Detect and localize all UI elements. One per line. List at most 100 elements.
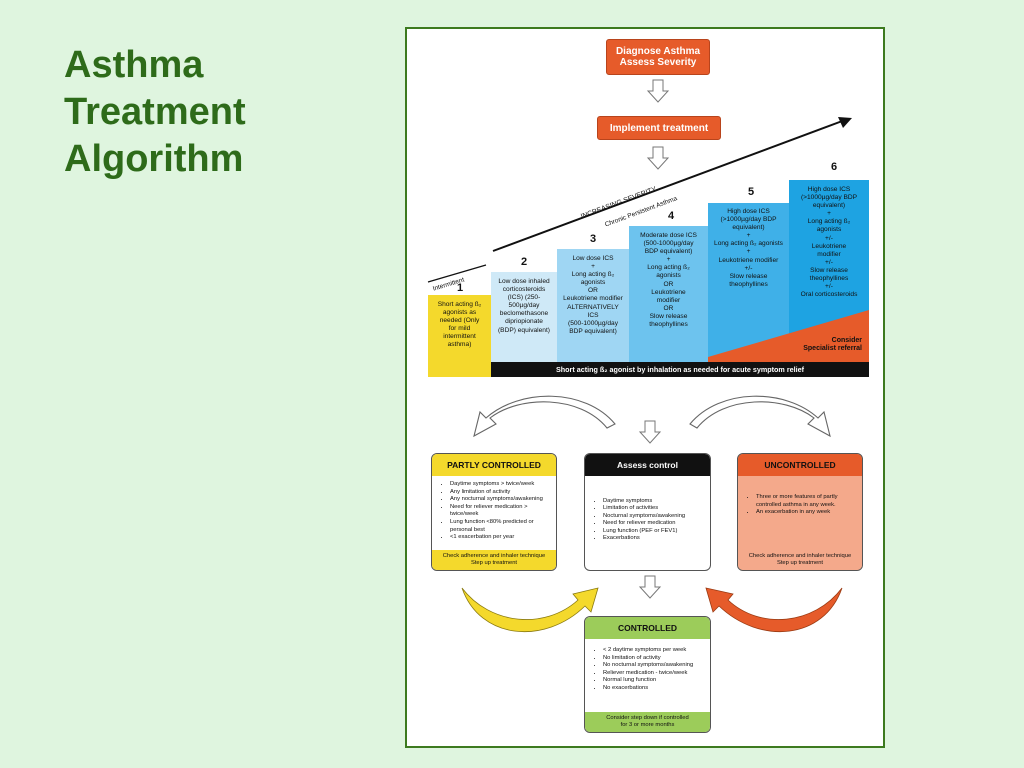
assess-control-list: Daytime symptoms Limitation of activitie…	[585, 476, 710, 542]
curved-arrow-left-icon	[473, 395, 616, 438]
step-5-line: +/-	[744, 264, 753, 272]
list-item: Normal lung function	[603, 677, 704, 685]
partly-controlled-list: Daytime symptoms > twice/week Any limita…	[432, 476, 556, 542]
step-4-line: OR	[663, 304, 674, 312]
step-5-line: (>1000µg/day BDP	[720, 216, 777, 224]
step-6-card: High dose ICS (>1000µg/day BDP equivalen…	[789, 180, 869, 340]
step-number-6: 6	[830, 161, 838, 173]
list-item: Lung function <80% predicted or personal…	[450, 519, 550, 534]
down-arrow-icon	[638, 420, 662, 444]
step-1-line: agonists as	[442, 309, 477, 317]
list-item: Nocturnal symptoms/awakening	[603, 513, 704, 520]
step-2-line: corticosteroids	[502, 286, 546, 294]
step-3-card: Low dose ICS + Long acting ß₂ agonists O…	[557, 249, 629, 362]
list-item: No limitation of activity	[603, 655, 704, 663]
step-4-line: OR	[663, 280, 674, 288]
step-4-card: Moderate dose ICS (500-1000µg/day BDP eq…	[629, 226, 708, 362]
step-6-line: modifier	[817, 250, 841, 258]
step-1-line: Short acting ß₂	[437, 301, 482, 308]
reliever-bar: Short acting ß₂ agonist by inhalation as…	[491, 362, 869, 377]
step-1-line: intermittent	[443, 333, 476, 341]
step-6-line: Leukotriene	[811, 242, 847, 250]
step-4-line: +	[666, 256, 671, 264]
footer-line: Consider step down if controlled	[606, 715, 689, 721]
title-line-1: Asthma	[64, 44, 204, 86]
step-3-line: Leukotriene modifier	[563, 295, 623, 303]
step-6-line: +/-	[825, 234, 833, 242]
step-4-line: BDP equivalent)	[644, 248, 693, 256]
partly-controlled-title: PARTLY CONTROLLED	[432, 454, 556, 476]
list-item: Any limitation of activity	[450, 489, 550, 497]
step-5-line: High dose ICS	[727, 208, 770, 215]
step-2-line: (ICS) (250-	[507, 294, 541, 302]
step-4-line: (500-1000µg/day	[643, 240, 694, 248]
step-5-line: equivalent)	[732, 224, 765, 232]
list-item: No exacerbations	[603, 685, 704, 693]
controlled-title: CONTROLLED	[585, 617, 710, 639]
title-line-3: Algorithm	[64, 138, 244, 180]
step-number-3: 3	[589, 233, 597, 245]
step-6-line: theophyllines	[809, 275, 849, 283]
step-5-line: Leukotriene modifier	[718, 256, 779, 264]
step-3-line: agonists	[580, 279, 606, 287]
step-4-line: theophyllines	[649, 321, 688, 329]
referral-line-1: Consider	[831, 337, 862, 344]
curved-arrow-right-icon	[689, 395, 831, 438]
uncontrolled-list: Three or more features of partly control…	[738, 476, 862, 517]
controlled-list: < 2 daytime symptoms per week No limitat…	[585, 639, 710, 693]
referral-line-2: Specialist referral	[803, 345, 862, 352]
diagnose-line-1: Diagnose Asthma	[615, 46, 701, 57]
step-6-line: +/-	[825, 283, 833, 291]
implement-label: Implement treatment	[609, 123, 709, 134]
list-item: Three or more features of partly control…	[756, 494, 856, 509]
step-1-line: asthma)	[447, 341, 472, 349]
step-3-line: +	[591, 263, 595, 271]
list-item: Need for reliever medication	[603, 520, 704, 527]
list-item: Reliever medication - twice/week	[603, 670, 704, 678]
arrow-head-icon	[838, 117, 852, 128]
step-6-line: equivalent)	[812, 202, 846, 210]
step-3-line: ICS	[587, 311, 599, 319]
step-3-line: BDP equivalent)	[569, 327, 617, 335]
footer-line: Check adherence and inhaler technique	[748, 553, 852, 559]
step-6-line: +	[827, 210, 831, 218]
step-3-line: Long acting ß₂	[571, 271, 615, 279]
step-1-line: for mild	[448, 325, 471, 333]
controlled-box: CONTROLLED < 2 daytime symptoms per week…	[584, 616, 711, 733]
footer-line: Step up treatment	[470, 560, 518, 566]
severity-arrow-line	[492, 119, 846, 252]
step-6-line: +/-	[825, 258, 833, 266]
step-4-line: Slow release	[649, 312, 688, 320]
step-6-line: Slow release	[810, 266, 848, 274]
intermittent-line	[427, 264, 487, 283]
list-item: Daytime symptoms > twice/week	[450, 481, 550, 489]
implement-box: Implement treatment	[597, 116, 721, 140]
step-6-line: High dose ICS	[807, 186, 851, 193]
step-1-card: Short acting ß₂ agonists as needed (Only…	[428, 295, 491, 377]
step-6-line: Oral corticosteroids	[800, 291, 858, 299]
step-4-line: Leukotriene	[651, 288, 686, 296]
step-number-1: 1	[456, 282, 464, 294]
uncontrolled-footer: Check adherence and inhaler technique St…	[738, 550, 862, 570]
step-2-line: (BDP) equivalent)	[497, 326, 551, 334]
list-item: Exacerbations	[603, 535, 704, 542]
controlled-footer: Consider step down if controlled for 3 o…	[585, 712, 710, 732]
specialist-wedge-overlay	[708, 310, 869, 362]
step-6-line: Long acting ß₂	[807, 218, 851, 226]
list-item: Limitation of activities	[603, 505, 704, 512]
yellow-curved-arrow-icon	[461, 587, 599, 633]
step-2-line: Low dose inhaled	[498, 278, 550, 285]
step-4-line: modifier	[656, 296, 681, 304]
step-5-line: Slow release	[729, 272, 768, 280]
step-2-line: beclomethasone	[499, 310, 549, 318]
list-item: <1 exacerbation per year	[450, 534, 550, 542]
footer-line: Step up treatment	[776, 560, 824, 566]
diagnose-line-2: Assess Severity	[619, 57, 697, 68]
list-item: < 2 daytime symptoms per week	[603, 647, 704, 655]
footer-line: for 3 or more months	[620, 722, 675, 728]
diagnose-box: Diagnose Asthma Assess Severity	[606, 39, 710, 75]
partly-controlled-footer: Check adherence and inhaler technique St…	[432, 550, 556, 570]
list-item: Daytime symptoms	[603, 498, 704, 505]
step-3-line: (500-1000µg/day	[568, 319, 618, 327]
